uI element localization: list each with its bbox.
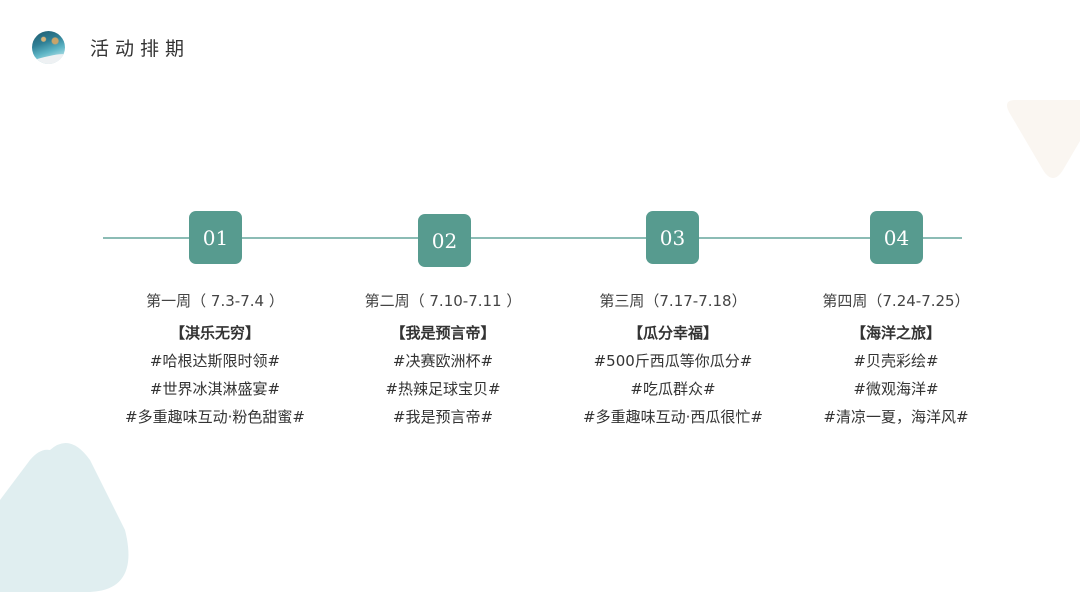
- week-label: 第三周（7.17-7.18）: [599, 292, 747, 310]
- activity-item: #贝壳彩绘#: [853, 352, 939, 370]
- activity-item: #世界冰淇淋盛宴#: [149, 380, 281, 398]
- step-badge-04: 04: [870, 211, 923, 264]
- week-theme: 【我是预言帝】: [390, 324, 496, 342]
- schedule-week-3: 第三周（7.17-7.18） 【瓜分幸福】 #500斤西瓜等你瓜分# #吃瓜群众…: [553, 290, 793, 431]
- week-theme: 【瓜分幸福】: [627, 324, 718, 342]
- schedule-week-4: 第四周（7.24-7.25） 【海洋之旅】 #贝壳彩绘# #微观海洋# #清凉一…: [776, 290, 1016, 431]
- timeline-line: [103, 237, 962, 239]
- activity-item: #热辣足球宝贝#: [385, 380, 501, 398]
- schedule-week-1: 第一周（ 7.3-7.4 ） 【淇乐无穷】 #哈根达斯限时领# #世界冰淇淋盛宴…: [95, 290, 335, 431]
- landscape-logo-icon: [32, 31, 65, 64]
- page-title: 活动排期: [90, 38, 191, 60]
- schedule-week-2: 第二周（ 7.10-7.11 ） 【我是预言帝】 #决赛欧洲杯# #热辣足球宝贝…: [323, 290, 563, 431]
- activity-item: #清凉一夏，海洋风#: [823, 408, 969, 426]
- week-label: 第二周（ 7.10-7.11 ）: [364, 292, 522, 310]
- decorative-triangle-bottom-left: [0, 442, 129, 592]
- activity-item: #我是预言帝#: [392, 408, 494, 426]
- week-theme: 【淇乐无穷】: [169, 324, 260, 342]
- week-label: 第一周（ 7.3-7.4 ）: [146, 292, 284, 310]
- activity-item: #微观海洋#: [853, 380, 939, 398]
- activity-item: #吃瓜群众#: [630, 380, 716, 398]
- step-badge-03: 03: [646, 211, 699, 264]
- step-badge-02: 02: [418, 214, 471, 267]
- week-theme: 【海洋之旅】: [850, 324, 941, 342]
- activity-item: #决赛欧洲杯#: [392, 352, 494, 370]
- week-label: 第四周（7.24-7.25）: [822, 292, 970, 310]
- activity-item: #多重趣味互动·西瓜很忙#: [583, 408, 763, 426]
- step-badge-01: 01: [189, 211, 242, 264]
- activity-item: #500斤西瓜等你瓜分#: [593, 352, 753, 370]
- activity-item: #哈根达斯限时领#: [149, 352, 281, 370]
- activity-item: #多重趣味互动·粉色甜蜜#: [125, 408, 305, 426]
- decorative-triangle-top-right: [1007, 100, 1080, 178]
